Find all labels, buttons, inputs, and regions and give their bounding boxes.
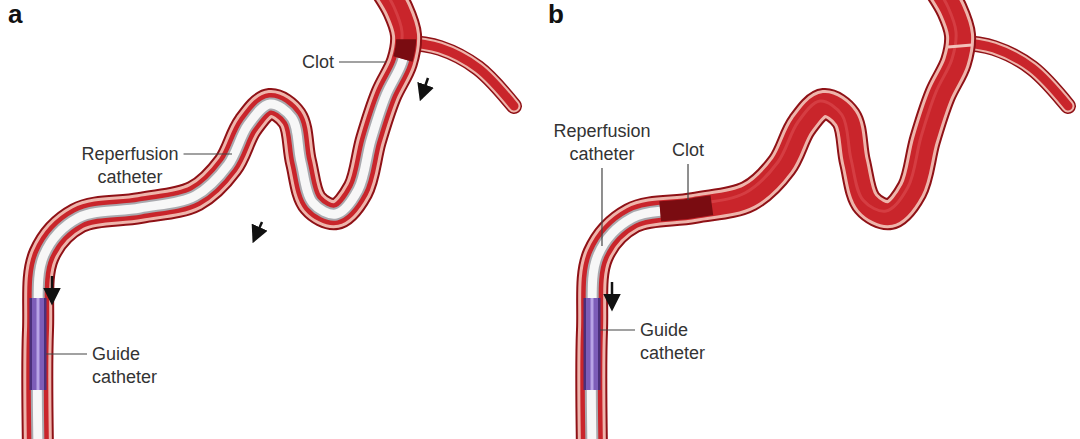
leader-line (184, 153, 232, 154)
part-label: Clot (672, 139, 704, 162)
guide-catheter (591, 298, 594, 390)
part-label: Reperfusion catheter (70, 143, 190, 189)
part-label: Reperfusion catheter (542, 120, 662, 166)
leader-line (601, 168, 602, 246)
leader-line (46, 353, 87, 354)
blood-vessel (591, 0, 960, 439)
part-label: Guide catheter (92, 343, 174, 389)
clot (591, 0, 960, 439)
flow-arrow (611, 282, 614, 308)
reperfusion-catheter (591, 0, 960, 439)
guide-catheter (584, 298, 601, 390)
vessel-wall-mark (948, 45, 972, 47)
reperfusion-catheter (37, 0, 406, 439)
panel-letter: a (8, 0, 22, 28)
flow-arrow (51, 276, 54, 302)
reperfusion-catheter (37, 0, 406, 439)
guide-catheter (37, 298, 40, 390)
guide-catheter (586, 298, 598, 390)
clot (37, 0, 406, 439)
flow-arrow (421, 78, 428, 98)
guide-catheter (30, 298, 47, 390)
part-label: Guide catheter (640, 319, 722, 365)
reperfusion-catheter (591, 0, 960, 439)
blood-vessel (591, 0, 960, 439)
blood-vessel (37, 0, 406, 439)
blood-vessel (591, 0, 960, 439)
leader-line (687, 164, 688, 200)
guide-catheter (32, 298, 44, 390)
vessel-group (587, 0, 1068, 439)
blood-vessel (37, 0, 406, 439)
blood-vessel (37, 0, 406, 439)
leader-line (339, 61, 386, 62)
panel-letter: b (548, 0, 564, 28)
flow-arrow (254, 222, 262, 240)
part-label: Clot (302, 51, 334, 74)
leader-line (600, 329, 635, 330)
vessel-group (33, 0, 514, 439)
